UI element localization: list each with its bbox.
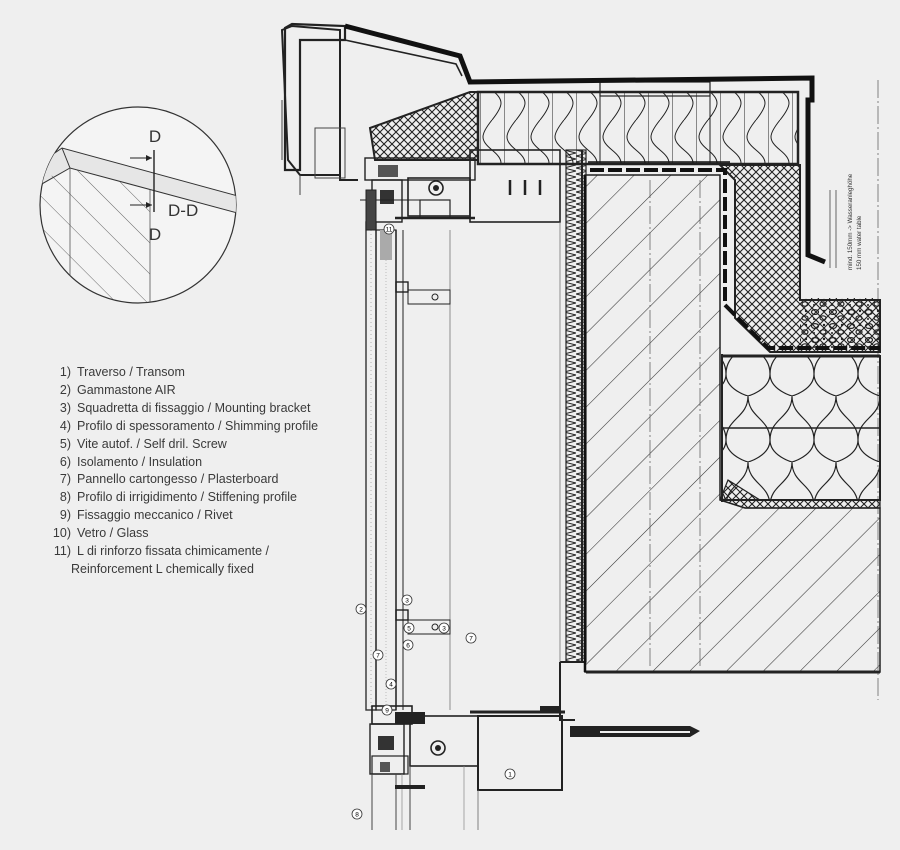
legend-item-continuation: Reinforcement L chemically fixed — [71, 561, 254, 576]
svg-text:4: 4 — [389, 682, 393, 689]
callout-5: 5 — [403, 622, 415, 634]
upper-frame-profile — [360, 149, 561, 223]
legend-item: 11)L di rinforzo fissata chimicamente / — [53, 544, 269, 559]
section-label: D-D — [168, 201, 198, 220]
svg-text:1: 1 — [508, 772, 512, 779]
callout-2: 2 — [355, 603, 367, 615]
cladding-panel — [365, 189, 561, 711]
legend-item: 3)Squadretta di fissaggio / Mounting bra… — [59, 400, 311, 415]
legend: 1)Traverso / Transom 2)Gammastone AIR 3)… — [40, 364, 318, 579]
svg-text:7: 7 — [469, 636, 473, 643]
callouts: 11 2 3 5 3 7 6 7 4 9 1 8 — [351, 223, 516, 820]
legend-item: 6)Isolamento / Insulation — [59, 454, 203, 469]
svg-text:8: 8 — [355, 812, 359, 819]
cut-label-top: D — [149, 127, 161, 146]
floor-plate — [570, 726, 700, 737]
parapet-coping — [280, 22, 826, 265]
legend-item: 2)Gammastone AIR — [59, 382, 176, 397]
legend-item: 9)Fissaggio meccanico / Rivet — [59, 508, 233, 523]
svg-text:6: 6 — [406, 643, 410, 650]
svg-text:3: 3 — [405, 598, 409, 605]
legend-item: 1)Traverso / Transom — [59, 365, 185, 379]
callout-1: 1 — [504, 768, 516, 780]
svg-text:5: 5 — [407, 626, 411, 633]
callout-8: 8 — [351, 808, 363, 820]
legend-item: 5)Vite autof. / Self dril. Screw — [59, 436, 227, 451]
lower-frame-profile — [369, 705, 565, 830]
svg-text:11: 11 — [386, 227, 393, 234]
cut-label-bottom: D — [149, 225, 161, 244]
callout-3b: 3 — [438, 622, 450, 634]
annotation-line2: 150 mm water table — [856, 215, 863, 270]
svg-text:3: 3 — [442, 626, 446, 633]
wave-insulation — [721, 354, 881, 502]
callout-9: 9 — [381, 704, 393, 716]
roof-insulation — [476, 81, 800, 166]
legend-item: 10)Vetro / Glass — [52, 526, 149, 541]
legend-item: 8)Profilo di irrigidimento / Stiffening … — [59, 490, 298, 505]
annotation-line1: mind. 150mm -> Wasseranleghöhe — [847, 173, 854, 270]
callout-7a: 7 — [465, 632, 477, 644]
svg-text:9: 9 — [385, 708, 389, 715]
water-table-annotation: mind. 150mm -> Wasseranleghöhe 150 mm wa… — [829, 173, 863, 270]
detail-circle: D D D-D — [39, 106, 237, 304]
membranes — [583, 161, 880, 672]
legend-item: 4)Profilo di spessoramento / Shimming pr… — [59, 418, 319, 433]
legend-item: 7)Pannello cartongesso / Plasterboard — [59, 472, 279, 487]
svg-text:7: 7 — [376, 653, 380, 660]
callout-3a: 3 — [401, 594, 413, 606]
callout-11: 11 — [383, 223, 395, 235]
svg-text:2: 2 — [359, 607, 363, 614]
callout-7b: 7 — [372, 649, 384, 661]
callout-4: 4 — [385, 678, 397, 690]
callout-6: 6 — [402, 639, 414, 651]
gravel-layer — [800, 298, 880, 352]
